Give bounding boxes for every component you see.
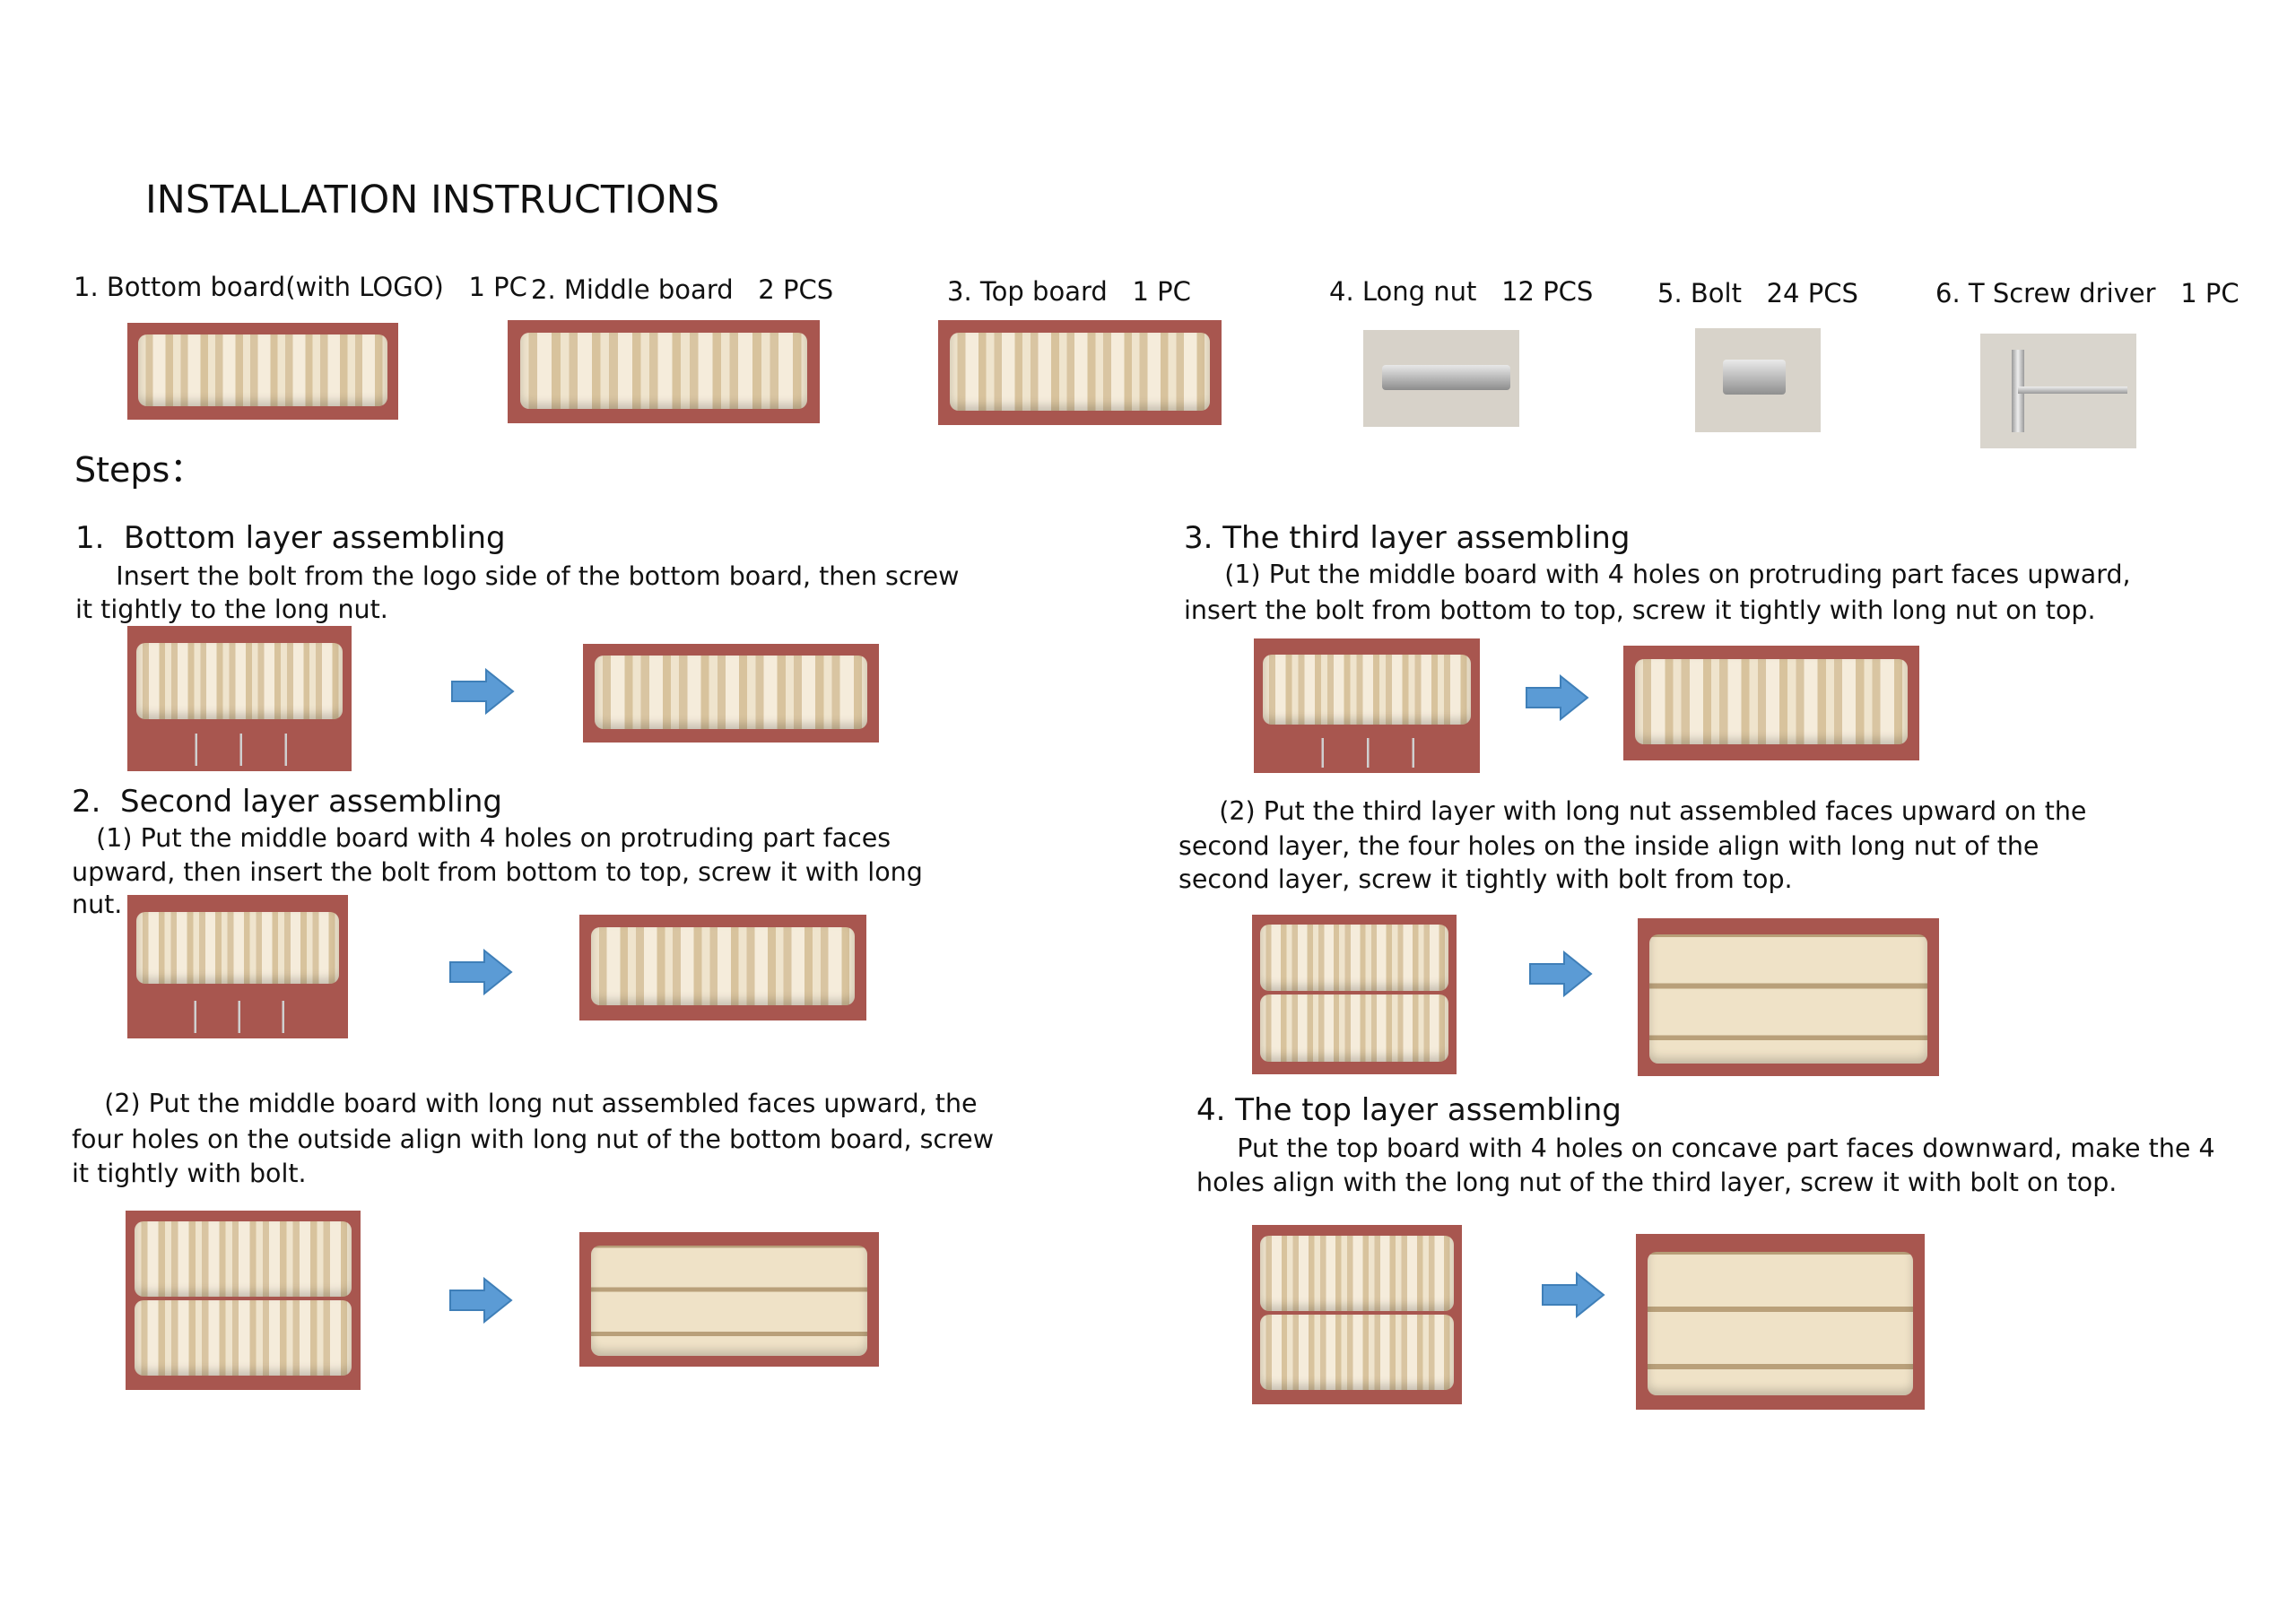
step2a-after-photo bbox=[579, 915, 866, 1020]
part-label-bolt: 5. Bolt 24 PCS bbox=[1657, 278, 1858, 308]
step3-heading: 3. The third layer assembling bbox=[1184, 520, 1631, 556]
step3b-arrow-icon bbox=[1529, 951, 1593, 997]
step1-line-2: it tightly to the long nut. bbox=[75, 595, 388, 624]
step2a-line-3: nut. bbox=[72, 890, 123, 919]
part-label-middle-board: 2. Middle board 2 PCS bbox=[531, 274, 834, 305]
step3b-line-3: second layer, screw it tightly with bolt… bbox=[1178, 864, 1793, 894]
step2b-line-2: four holes on the outside align with lon… bbox=[72, 1125, 995, 1154]
step4-after-photo bbox=[1636, 1234, 1925, 1410]
step4-before-photo bbox=[1252, 1225, 1462, 1404]
step2b-before-photo bbox=[126, 1211, 361, 1390]
step1-arrow-icon bbox=[451, 668, 515, 715]
step3b-line-2: second layer, the four holes on the insi… bbox=[1178, 831, 2039, 861]
step4-line-2: holes align with the long nut of the thi… bbox=[1196, 1168, 2118, 1197]
bolt-photo bbox=[1695, 328, 1821, 432]
step2b-after-photo bbox=[579, 1232, 879, 1367]
step2a-line-2: upward, then insert the bolt from bottom… bbox=[72, 857, 923, 887]
step2a-line-1: (1) Put the middle board with 4 holes on… bbox=[72, 823, 891, 853]
step3a-arrow-icon bbox=[1526, 674, 1589, 721]
t-screwdriver-photo bbox=[1980, 334, 2136, 448]
step2-heading: 2. Second layer assembling bbox=[72, 784, 503, 820]
steps-label: Steps： bbox=[74, 450, 204, 490]
page-title: INSTALLATION INSTRUCTIONS bbox=[145, 178, 720, 222]
step2b-line-1: (2) Put the middle board with long nut a… bbox=[72, 1089, 978, 1118]
step3a-line-2: insert the bolt from bottom to top, scre… bbox=[1184, 595, 2096, 625]
step1-after-photo bbox=[583, 644, 879, 743]
step3a-before-photo bbox=[1254, 638, 1480, 773]
step2b-arrow-icon bbox=[449, 1277, 513, 1324]
step2b-line-3: it tightly with bolt. bbox=[72, 1159, 307, 1188]
part-label-top-board: 3. Top board 1 PC bbox=[947, 276, 1191, 307]
part-label-bottom-board: 1. Bottom board(with LOGO) 1 PC bbox=[74, 272, 527, 302]
step2a-before-photo bbox=[127, 895, 348, 1038]
step3a-after-photo bbox=[1623, 646, 1919, 760]
step3a-line-1: (1) Put the middle board with 4 holes on… bbox=[1184, 560, 2131, 589]
long-nut-photo bbox=[1363, 330, 1519, 427]
step2a-arrow-icon bbox=[449, 949, 513, 995]
step3b-before-photo bbox=[1252, 915, 1457, 1074]
step4-arrow-icon bbox=[1542, 1272, 1605, 1318]
step3b-line-1: (2) Put the third layer with long nut as… bbox=[1178, 796, 2087, 826]
part-label-t-screwdriver: 6. T Screw driver 1 PC bbox=[1935, 278, 2239, 308]
step1-line-1: Insert the bolt from the logo side of th… bbox=[75, 561, 960, 591]
bottom-board-photo bbox=[127, 323, 398, 420]
top-board-photo bbox=[938, 320, 1222, 425]
step1-heading: 1. Bottom layer assembling bbox=[75, 520, 506, 556]
step3b-after-photo bbox=[1638, 918, 1939, 1076]
step4-heading: 4. The top layer assembling bbox=[1196, 1092, 1622, 1128]
step1-before-photo bbox=[127, 626, 352, 771]
step4-line-1: Put the top board with 4 holes on concav… bbox=[1196, 1133, 2215, 1163]
middle-board-photo bbox=[508, 320, 820, 423]
part-label-long-nut: 4. Long nut 12 PCS bbox=[1329, 276, 1594, 307]
